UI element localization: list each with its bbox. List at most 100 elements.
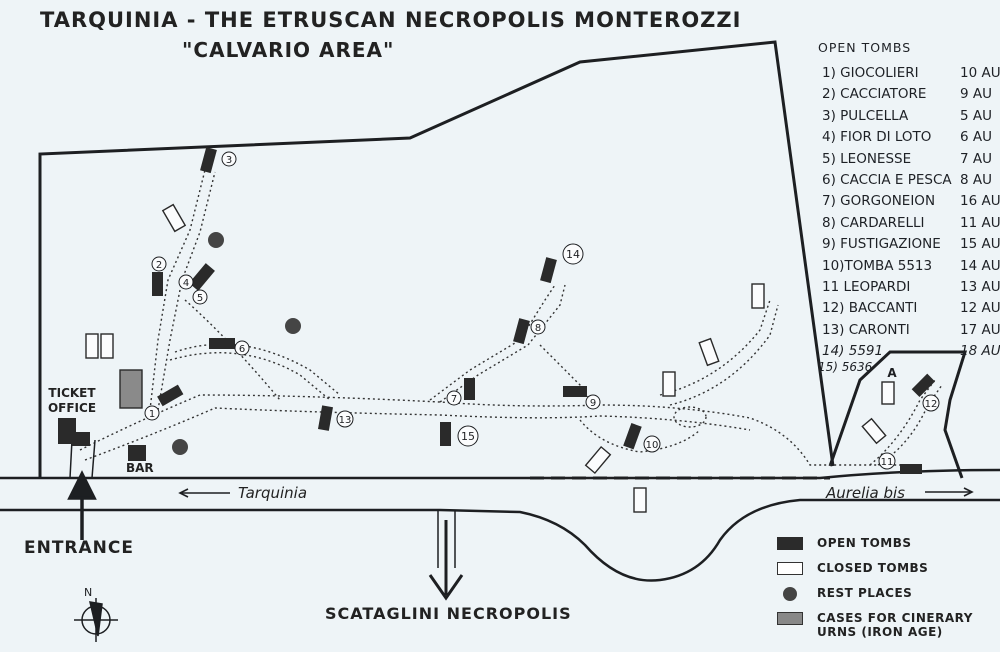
open-tomb-list-item: 13) CARONTI 17 AU bbox=[818, 322, 1000, 343]
svg-text:1: 1 bbox=[149, 409, 155, 420]
svg-text:13: 13 bbox=[339, 415, 352, 426]
tomb-name: 15) 5636 bbox=[818, 360, 873, 375]
open-tombs-heading: OPEN TOMBS bbox=[818, 40, 912, 55]
open-tomb-11 bbox=[900, 464, 922, 474]
area-a-label: A bbox=[887, 366, 897, 380]
svg-text:N: N bbox=[84, 586, 92, 599]
tomb-day: 11 AU bbox=[960, 214, 1000, 231]
tomb-name: 2) CACCIATORE bbox=[822, 86, 927, 103]
open-tomb-list-item: 14) 5591 18 AU bbox=[818, 343, 1000, 360]
map-key: OPEN TOMBS CLOSED TOMBS REST PLACES CASE… bbox=[775, 535, 1000, 644]
cinerary-urns-case bbox=[119, 369, 143, 409]
entrance-arrow bbox=[67, 470, 97, 540]
tomb-day: 17 AU bbox=[960, 321, 1000, 338]
svg-text:7: 7 bbox=[451, 394, 457, 405]
tomb-name: 3) PULCELLA bbox=[822, 107, 909, 124]
tomb-name: 14) 5591 bbox=[822, 343, 884, 360]
open-tomb-15 bbox=[440, 422, 451, 446]
marker-10: 10 bbox=[643, 435, 661, 453]
tomb-day: 5 AU bbox=[960, 107, 992, 124]
open-tomb-4 bbox=[189, 263, 215, 291]
marker-14: 14 bbox=[562, 243, 584, 265]
open-tomb-6 bbox=[209, 338, 235, 349]
marker-2: 2 bbox=[151, 256, 167, 272]
open-tomb-14 bbox=[540, 257, 557, 284]
tomb-day: 9 AU bbox=[960, 86, 992, 103]
marker-4: 4 bbox=[178, 274, 194, 290]
marker-5: 5 bbox=[192, 289, 208, 305]
tomb-day: 18 AU bbox=[960, 343, 1000, 360]
tomb-name: 4) FIOR DI LOTO bbox=[822, 129, 932, 146]
tarquinia-arrow bbox=[178, 488, 230, 498]
svg-text:2: 2 bbox=[156, 260, 162, 271]
tomb-day: 8 AU bbox=[960, 171, 992, 188]
open-tomb-9 bbox=[563, 386, 587, 397]
marker-1: 1 bbox=[144, 405, 160, 421]
marker-6: 6 bbox=[234, 340, 250, 356]
closed-tombs-layer bbox=[85, 203, 895, 513]
svg-text:15: 15 bbox=[461, 430, 475, 443]
main-road-south-edge bbox=[0, 498, 1000, 582]
bar-building bbox=[128, 445, 146, 461]
open-tomb-10 bbox=[623, 423, 642, 450]
page-title: TARQUINIA - THE ETRUSCAN NECROPOLIS MONT… bbox=[40, 8, 742, 32]
marker-11: 11 bbox=[878, 452, 896, 470]
open-tomb-7 bbox=[464, 378, 475, 400]
site-boundary bbox=[38, 40, 835, 478]
tomb-name: 10)TOMBA 5513 bbox=[822, 257, 933, 274]
tomb-day: 6 AU bbox=[960, 129, 992, 146]
open-tombs-list: OPEN TOMBS 1) GIOCOLIERI 10 AU 2) CACCIATO… bbox=[818, 40, 1000, 377]
open-tomb-list-item: 3) PULCELLA 5 AU bbox=[818, 108, 1000, 129]
bar-label: BAR bbox=[126, 461, 154, 475]
rest-place-icon bbox=[783, 587, 797, 601]
north-compass-icon: N bbox=[74, 586, 118, 642]
tarquinia-road-label: Tarquinia bbox=[238, 484, 308, 502]
tomb-name: 9) FUSTIGAZIONE bbox=[822, 236, 941, 253]
svg-text:8: 8 bbox=[535, 323, 541, 334]
key-closed-tombs: CLOSED TOMBS bbox=[775, 560, 1000, 585]
tomb-name: 12) BACCANTI bbox=[822, 300, 918, 317]
marker-9: 9 bbox=[585, 394, 601, 410]
scataglini-arrow bbox=[428, 520, 464, 601]
east-boundary bbox=[828, 350, 968, 479]
open-tomb-8 bbox=[513, 318, 530, 345]
open-tomb-12 bbox=[911, 373, 936, 398]
svg-text:5: 5 bbox=[197, 293, 203, 304]
closed-tomb-swatch bbox=[777, 562, 803, 575]
aurelia-road-label: Aurelia bis bbox=[826, 484, 905, 502]
tomb-day: 7 AU bbox=[960, 150, 992, 167]
open-tomb-3 bbox=[200, 147, 217, 174]
svg-text:4: 4 bbox=[183, 278, 189, 289]
svg-text:6: 6 bbox=[239, 344, 245, 355]
svg-text:10: 10 bbox=[646, 440, 659, 451]
svg-text:3: 3 bbox=[226, 155, 232, 166]
tomb-name: 1) GIOCOLIERI bbox=[822, 65, 919, 81]
urn-case-swatch bbox=[777, 612, 803, 625]
tomb-day: 10 AU bbox=[960, 65, 1000, 81]
tomb-day: 16 AU bbox=[960, 193, 1000, 210]
open-tomb-list-item: 4) FIOR DI LOTO 6 AU bbox=[818, 129, 1000, 150]
key-rest-places: REST PLACES bbox=[775, 585, 1000, 610]
marker-3: 3 bbox=[221, 151, 237, 167]
open-tomb-list-item: 15) 5636 bbox=[818, 360, 1000, 377]
aurelia-arrow bbox=[925, 487, 974, 497]
open-tomb-list-item: 5) LEONESSE 7 AU bbox=[818, 151, 1000, 172]
svg-text:9: 9 bbox=[590, 398, 596, 409]
scataglini-label: SCATAGLINI NECROPOLIS bbox=[325, 604, 572, 623]
tomb-name: 8) CARDARELLI bbox=[822, 214, 925, 231]
ticket-office-annex bbox=[72, 432, 90, 446]
tomb-name: 13) CARONTI bbox=[822, 321, 910, 338]
tomb-day: 13 AU bbox=[960, 278, 1000, 295]
open-tomb-13 bbox=[317, 405, 333, 431]
open-tomb-1 bbox=[157, 384, 184, 407]
marker-12: 12 bbox=[922, 394, 940, 412]
marker-7: 7 bbox=[446, 390, 462, 406]
tomb-name: 5) LEONESSE bbox=[822, 150, 912, 167]
open-tombs-layer bbox=[58, 147, 936, 474]
open-tomb-2 bbox=[152, 272, 163, 296]
